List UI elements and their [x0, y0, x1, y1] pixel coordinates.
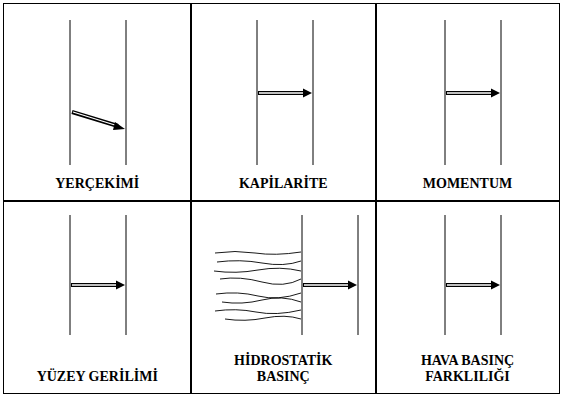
- water-wave: [215, 252, 301, 255]
- joint-wall: [445, 20, 446, 165]
- joint-wall: [445, 215, 446, 335]
- joint-wall: [358, 215, 359, 335]
- panel-box: HİDROSTATİK BASINÇ: [190, 200, 377, 394]
- water-wave: [222, 298, 301, 303]
- water-wave: [215, 310, 301, 314]
- water-wave: [220, 278, 301, 284]
- water-arrow: [71, 281, 125, 290]
- panel-label: HAVA BASINÇ FARKLILIĞI: [396, 353, 540, 385]
- panel-box: YÜZEY GERİLİMİ: [3, 200, 192, 394]
- joint-wall: [70, 20, 71, 165]
- panel-box: YERÇEKİMİ: [3, 3, 192, 202]
- joint-wall: [70, 215, 71, 335]
- water-wave: [216, 293, 301, 298]
- panel-label: HİDROSTATİK BASINÇ: [211, 353, 355, 385]
- water-wave: [217, 261, 301, 265]
- water-arrow: [303, 281, 357, 290]
- panel-box: HAVA BASINÇ FARKLILIĞI: [375, 200, 560, 394]
- water-waves: [214, 252, 301, 321]
- panel-box: KAPİLARİTE: [190, 3, 377, 202]
- panel-label: YÜZEY GERİLİMİ: [35, 369, 160, 385]
- water-wave: [225, 316, 301, 320]
- water-arrow: [258, 89, 312, 98]
- water-arrow: [446, 89, 500, 98]
- joint-wall: [313, 20, 314, 165]
- water-wave: [214, 268, 301, 272]
- joint-wall: [501, 215, 502, 335]
- joint-wall: [126, 215, 127, 335]
- joint-wall: [257, 20, 258, 165]
- joint-wall: [302, 215, 303, 335]
- panel-label: MOMENTUM: [421, 176, 514, 192]
- panel-label: KAPİLARİTE: [237, 176, 330, 192]
- water-arrow: [446, 281, 500, 290]
- joint-wall: [126, 20, 127, 165]
- panel-box: MOMENTUM: [375, 3, 560, 202]
- panel-label: YERÇEKİMİ: [53, 176, 141, 192]
- water-arrow: [72, 112, 125, 130]
- joint-wall: [501, 20, 502, 165]
